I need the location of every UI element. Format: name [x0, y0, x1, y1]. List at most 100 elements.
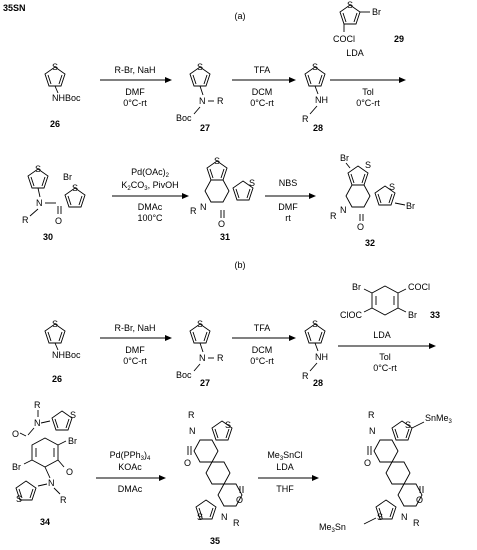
condition-label: 0°C-rt	[250, 98, 274, 108]
solvent-label: DMAc	[118, 484, 143, 494]
r-group: R	[217, 353, 224, 363]
r-group: R	[190, 206, 197, 216]
reagent-label: TFA	[254, 65, 271, 75]
oxygen-atom: O	[364, 458, 371, 468]
nitrogen-atom: N	[401, 512, 408, 522]
reagent-label: NBS	[279, 178, 298, 188]
reagent-label: R-Br, NaH	[114, 65, 155, 75]
reagent-label: TFA	[254, 323, 271, 333]
reaction-arrow-a2: TFA DCM 0°C-rt	[232, 65, 296, 108]
condition-label: 100°C	[137, 213, 163, 223]
compound-number: 33	[430, 310, 440, 320]
bromine-atom: Br	[372, 7, 381, 17]
compound-number: 27	[200, 123, 210, 133]
catalyst-label: Pd(OAc)2	[131, 167, 170, 179]
solvent-label: DMF	[278, 202, 298, 212]
panel-b-label: (b)	[235, 260, 246, 270]
compound-30: S N R O S Br 30	[22, 164, 86, 242]
oxygen-atom: O	[55, 216, 62, 226]
sulfur-atom: S	[70, 410, 76, 420]
oxygen-atom: O	[236, 495, 243, 505]
oxygen-atom: O	[357, 222, 364, 232]
reaction-arrow-b5: Me3SnCl LDA THF	[258, 450, 319, 494]
compound-27-b: S N R Boc 27	[176, 319, 224, 388]
catalyst-label: Pd(PPh3)4	[110, 450, 151, 462]
reagent-label: R-Br, NaH	[114, 323, 155, 333]
solvent-label: DMAc	[138, 202, 163, 212]
r-group: R	[217, 96, 224, 106]
condition-label: 0°C-rt	[373, 363, 397, 373]
compound-number: 28	[313, 123, 323, 133]
nitrogen-atom: N	[200, 202, 207, 212]
bromine-atom: Br	[68, 436, 77, 446]
r-group: R	[302, 371, 309, 381]
nitrogen-atom: N	[36, 198, 43, 208]
compound-31: S S N R O 31	[190, 156, 255, 242]
nitrogen-atom: N	[48, 478, 55, 488]
cocl-group: ClOC	[340, 310, 362, 320]
compound-33: Br COCl ClOC Br 33	[340, 282, 440, 320]
bromine-atom: Br	[63, 172, 72, 182]
compound-35: R N S O O S N R 35	[184, 410, 244, 546]
nitrogen-atom: N	[221, 512, 228, 522]
nhboc-label: NHBoc	[52, 93, 81, 103]
solvent-label: DCM	[252, 345, 273, 355]
compound-number: 29	[394, 34, 404, 44]
compound-26-b: S NHBoc 26	[44, 319, 81, 384]
base-label: LDA	[276, 462, 294, 472]
reaction-arrow-a1: R-Br, NaH DMF 0°C-rt	[100, 65, 172, 108]
compound-34: R N S O Br Br O N R S 34	[12, 400, 77, 527]
sulfur-atom: S	[312, 62, 318, 72]
compound-26-a: S NHBoc 26	[44, 62, 81, 129]
compound-number: 30	[43, 232, 53, 242]
cocl-group: COCl	[408, 282, 430, 292]
compound-number: 26	[52, 374, 62, 384]
condition-label: 0°C-rt	[356, 98, 380, 108]
base-label: KOAc	[118, 462, 142, 472]
sulfur-atom: S	[365, 160, 371, 170]
cocl-group: COCl	[333, 34, 355, 44]
reaction-arrow-a4: Pd(OAc)2 K2CO3, PivOH DMAc 100°C	[112, 167, 189, 223]
reaction-arrow-b4: Pd(PPh3)4 KOAc DMAc	[96, 450, 166, 494]
compound-number: 32	[365, 238, 375, 248]
nitrogen-atom: N	[340, 205, 347, 215]
solvent-label: DMF	[125, 87, 145, 97]
oxygen-atom: O	[66, 467, 73, 477]
compound-29: S Br COCl 29	[333, 0, 404, 44]
sulfur-atom: S	[197, 319, 203, 329]
condition-label: 0°C-rt	[250, 356, 274, 366]
nh-group: NH	[315, 352, 328, 362]
compound-32: Br S S Br N R O 32	[330, 153, 415, 248]
sulfur-atom: S	[214, 156, 220, 166]
compound-number: 28	[313, 378, 323, 388]
sulfur-atom: S	[312, 319, 318, 329]
sulfur-atom: S	[347, 0, 353, 10]
nitrogen-atom: N	[34, 418, 41, 428]
compound-number: 34	[40, 517, 50, 527]
reagent-label: LDA	[373, 330, 391, 340]
compound-36: R N S SnMe3 O O S Me3Sn N R	[319, 410, 453, 534]
r-group: R	[34, 400, 41, 410]
solvent-label: DCM	[252, 87, 273, 97]
nitrogen-atom: N	[199, 353, 206, 363]
r-group: R	[60, 495, 67, 505]
boc-group: Boc	[176, 113, 192, 123]
sulfur-atom: S	[377, 512, 383, 522]
sulfur-atom: S	[72, 183, 78, 193]
condition-label: rt	[285, 213, 291, 223]
r-group: R	[368, 410, 375, 420]
reaction-arrow-b2: TFA DCM 0°C-rt	[232, 323, 296, 366]
scheme-id: 35SN	[3, 3, 26, 13]
reaction-arrow-a5: NBS DMF rt	[265, 178, 316, 223]
oxygen-atom: O	[12, 429, 19, 439]
oxygen-atom: O	[416, 495, 423, 505]
r-group: R	[330, 211, 337, 221]
reagent-label: LDA	[346, 48, 364, 58]
r-group: R	[233, 518, 240, 528]
sulfur-atom: S	[35, 164, 41, 174]
compound-number: 26	[50, 119, 60, 129]
nitrogen-atom: N	[199, 96, 206, 106]
nh-group: NH	[315, 95, 328, 105]
oxygen-atom: O	[218, 219, 225, 229]
trimethylstannyl-group: Me3Sn	[319, 522, 346, 534]
